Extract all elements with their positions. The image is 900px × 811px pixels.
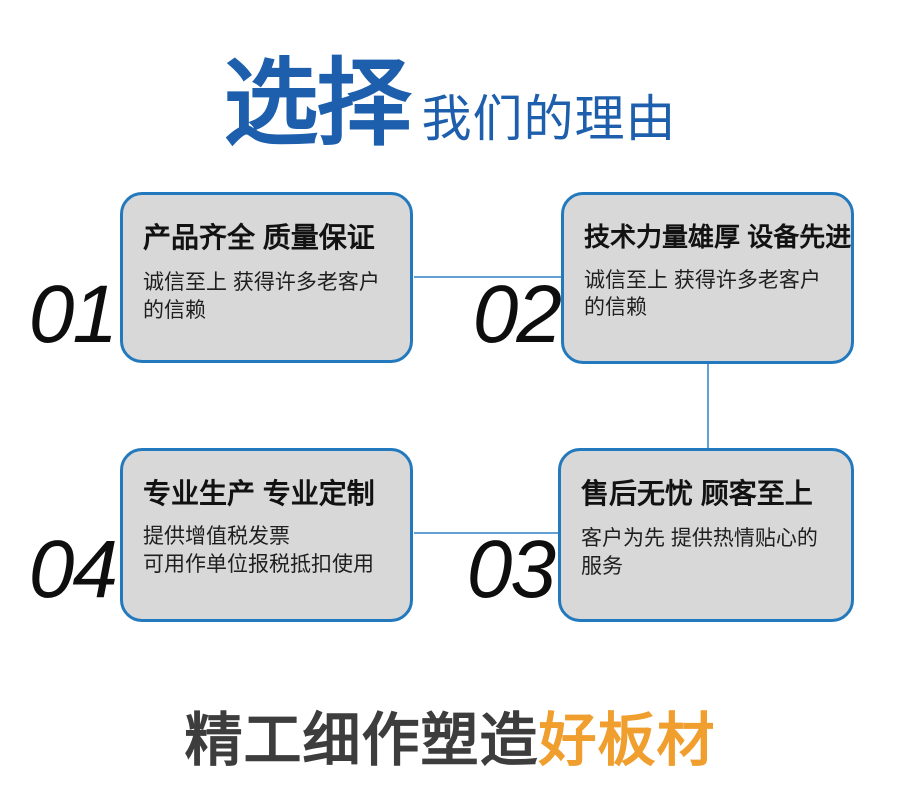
reason-card-4-title: 专业生产 专业定制 <box>143 478 375 509</box>
page-title: 选择 我们的理由 <box>0 52 900 157</box>
bottom-slogan: 精工细作塑造好板材 <box>0 706 900 776</box>
reason-card-3-description: 客户为先 提供热情贴心的 服务 <box>581 526 818 578</box>
reason-card-4: 专业生产 专业定制 提供增值税发票 可用作单位报税抵扣使用 <box>120 448 413 622</box>
connector-card1-card2 <box>414 276 561 278</box>
page-title-emphasis: 选择 <box>223 51 411 157</box>
slogan-accent-text: 好板材 <box>538 708 716 773</box>
reason-card-3-title: 售后无忧 顾客至上 <box>581 478 813 509</box>
connector-card4-card3 <box>414 532 558 534</box>
reason-card-4-description: 提供增值税发票 可用作单位报税抵扣使用 <box>143 524 374 576</box>
reason-card-2-description: 诚信至上 获得许多老客户 的信赖 <box>584 268 821 320</box>
reason-card-1-description: 诚信至上 获得许多老客户 的信赖 <box>143 270 380 322</box>
reason-number-2: 02 <box>472 269 562 360</box>
reason-card-2-title: 技术力量雄厚 设备先进 <box>584 222 852 252</box>
reason-card-2: 技术力量雄厚 设备先进 诚信至上 获得许多老客户 的信赖 <box>561 192 854 364</box>
reason-card-3: 售后无忧 顾客至上 客户为先 提供热情贴心的 服务 <box>558 448 854 622</box>
reason-number-4: 04 <box>28 524 118 615</box>
reason-card-1: 产品齐全 质量保证 诚信至上 获得许多老客户 的信赖 <box>120 192 413 363</box>
page-title-rest: 我们的理由 <box>421 90 677 147</box>
reason-number-1: 01 <box>28 269 118 360</box>
connector-card2-card3 <box>707 364 709 448</box>
slogan-dark-text: 精工细作塑造 <box>184 708 539 773</box>
reason-number-3: 03 <box>466 524 556 615</box>
reason-card-1-title: 产品齐全 质量保证 <box>143 222 375 253</box>
